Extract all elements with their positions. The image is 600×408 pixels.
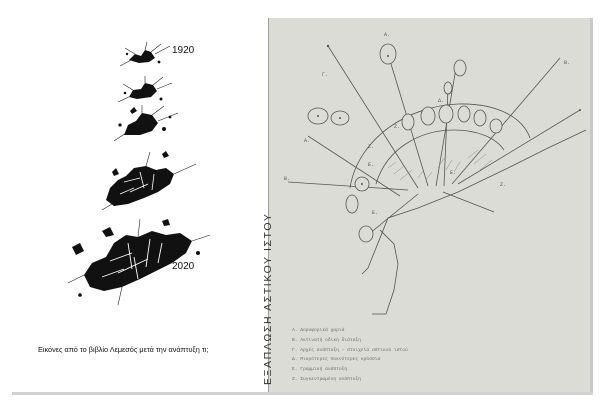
growth-map-1920 [119, 41, 171, 67]
map-label-e1: Ε. [368, 162, 374, 168]
map-label-e2: Ε. [450, 170, 456, 176]
growth-map-2020 [67, 218, 211, 306]
map-label-b1: Β. [564, 60, 570, 66]
left-page [10, 18, 268, 392]
map-label-e3: Ε. [372, 210, 378, 216]
map-legend: Α. Δορυφορικά χωριά Β. Ακτινωτή οδική δι… [292, 326, 492, 385]
map-label-z2: Ζ. [368, 144, 374, 150]
growth-map-4 [101, 151, 197, 211]
page-divider [268, 18, 269, 392]
growth-map-3 [113, 105, 179, 142]
map-label-d1: Δ. [438, 98, 444, 104]
legend-item: Ε. Γραμμική ανάπτυξη [292, 367, 348, 373]
map-label-z1: Ζ. [394, 124, 400, 130]
legend-item: Γ. Αρχές ανάπτυξη - στοιχεία αστικού ιστ… [292, 347, 408, 353]
year-label-1920: 1920 [172, 45, 195, 56]
map-label-g1: Γ. [322, 72, 328, 78]
urban-expansion-diagram: Α. Γ. Α. Β. Β. Ζ. Δ. Ζ. Ε. Ε. Ε. Ζ. [284, 32, 587, 315]
legend-item: Δ. Μικρότερες πυκνότερες κρόσσια [292, 357, 381, 363]
legend-item: Ζ. Συγκεντρωμένη ανάπτυξη [292, 376, 361, 382]
growth-map-2 [117, 76, 173, 103]
map-label-z3: Ζ. [500, 182, 506, 188]
legend-item: Α. Δορυφορικά χωριά [292, 328, 345, 333]
map-label-b2: Β. [284, 176, 290, 182]
page-shadow-bottom [12, 392, 593, 395]
right-page [268, 18, 590, 392]
map-label-a2: Α. [304, 138, 310, 144]
map-label-a1: Α. [384, 32, 390, 38]
left-page-caption: Εικόνες από το βιβλίο Λεμεσός μετά την α… [38, 345, 209, 354]
year-label-2020: 2020 [172, 261, 195, 272]
page-shadow-right [590, 18, 593, 394]
legend-item: Β. Ακτινωτή οδική διάταξη [292, 337, 361, 343]
